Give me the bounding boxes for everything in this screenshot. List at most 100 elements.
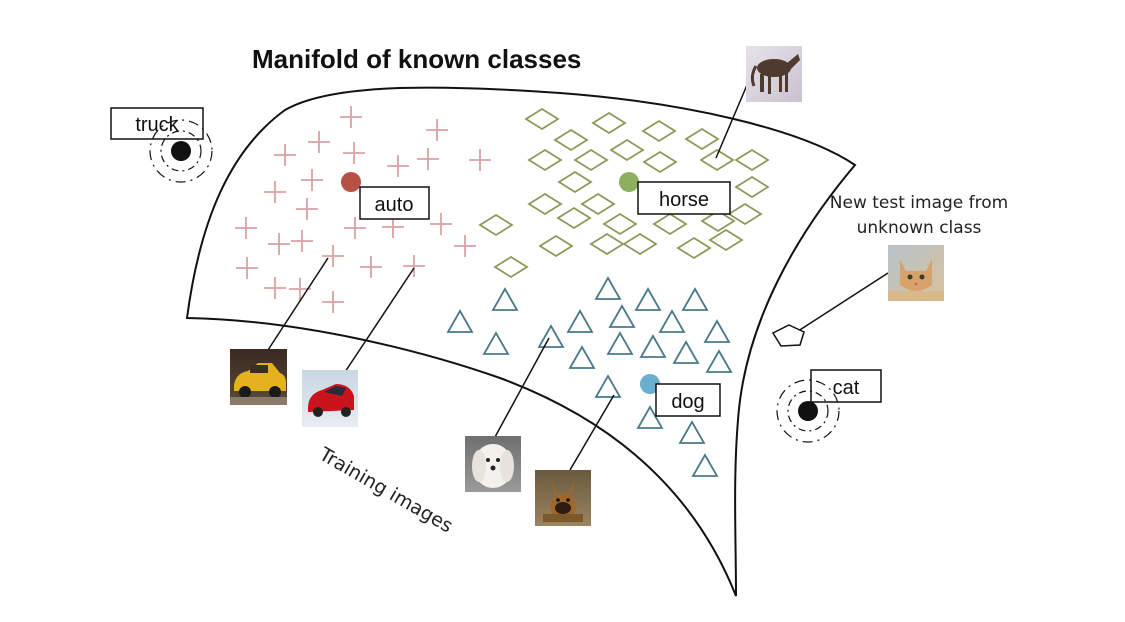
auto-plus-marker (322, 291, 344, 313)
horse-diamond-marker (642, 150, 678, 174)
white-dog-connector (494, 337, 550, 438)
brown-dog-photo (535, 470, 591, 526)
yellow-car-photo (230, 349, 287, 405)
dog-triangle-marker (606, 331, 634, 355)
connector-lines (267, 84, 889, 471)
cat-label-box: cat (810, 369, 882, 403)
horse-diamond-marker (641, 119, 677, 143)
horse-photo-connector (715, 84, 748, 159)
dog-triangle-marker (568, 345, 596, 369)
auto-label-box: auto (359, 186, 430, 220)
horse-diamond-marker (538, 234, 574, 258)
dog-triangle-marker (566, 309, 594, 333)
horse-diamond-marker (609, 138, 645, 162)
horse-diamond-marker (699, 148, 735, 172)
dog-triangle-marker (705, 349, 733, 373)
auto-plus-marker (430, 213, 452, 235)
red-car-connector (344, 267, 415, 373)
horse-diamond-marker (734, 175, 770, 199)
dog-triangle-marker (634, 287, 662, 311)
dog-triangle-marker (672, 340, 700, 364)
auto-class-cluster (235, 106, 491, 313)
horse-diamond-marker (527, 148, 563, 172)
horse-diamond-marker (700, 209, 736, 233)
cat-photo-connector (791, 272, 889, 336)
dog-triangle-marker (636, 405, 664, 429)
auto-plus-marker (417, 148, 439, 170)
yellow-car-connector (267, 257, 329, 351)
training-images-label: Training images (315, 443, 457, 538)
auto-plus-marker (301, 169, 323, 191)
horse-diamond-marker (684, 127, 720, 151)
auto-plus-marker (308, 131, 330, 153)
dog-triangle-marker (608, 304, 636, 328)
auto-plus-marker (403, 255, 425, 277)
horse-diamond-marker (553, 128, 589, 152)
horse-diamond-marker (589, 232, 625, 256)
auto-plus-marker (296, 198, 318, 220)
horse-diamond-marker (676, 236, 712, 260)
brown-dog-connector (569, 394, 615, 471)
horse-diamond-marker (524, 107, 560, 131)
auto-label: auto (375, 194, 414, 216)
cat-label: cat (833, 377, 860, 399)
horse-diamond-marker (727, 202, 763, 226)
truck-label-box: truck (110, 107, 204, 140)
dog-triangle-marker (594, 276, 622, 300)
horse-class-center (619, 172, 639, 192)
horse-diamond-marker (708, 228, 744, 252)
horse-diamond-marker (622, 232, 658, 256)
horse-diamond-marker (602, 212, 638, 236)
truck-label: truck (135, 114, 179, 136)
dog-triangle-marker (491, 287, 519, 311)
horse-diamond-marker (734, 148, 770, 172)
cat-photo (888, 245, 944, 301)
horse-diamond-marker (573, 148, 609, 172)
horse-photo (746, 46, 802, 102)
auto-plus-marker (469, 149, 491, 171)
horse-diamond-marker (580, 192, 616, 216)
auto-plus-marker (274, 144, 296, 166)
dog-triangle-marker (482, 331, 510, 355)
auto-plus-marker (264, 277, 286, 299)
auto-plus-marker (322, 245, 344, 267)
auto-plus-marker (268, 233, 290, 255)
red-car-photo (302, 370, 358, 427)
horse-label: horse (659, 189, 709, 211)
diagram-title: Manifold of known classes (252, 44, 581, 74)
auto-plus-marker (235, 217, 257, 239)
horse-label-box: horse (637, 181, 731, 215)
truck-sample-icon (149, 119, 213, 183)
dog-label-box: dog (655, 383, 721, 417)
auto-plus-marker (236, 257, 258, 279)
manifold-surface (185, 86, 857, 597)
dog-triangle-marker (639, 334, 667, 358)
dog-triangle-marker (703, 319, 731, 343)
dog-triangle-marker (594, 374, 622, 398)
unknown-class-note-line1: New test image from (830, 193, 1008, 213)
dog-class-center (640, 374, 660, 394)
unknown-class-note-line2: unknown class (857, 218, 982, 238)
horse-diamond-marker (591, 111, 627, 135)
auto-plus-marker (343, 142, 365, 164)
horse-diamond-marker (556, 206, 592, 230)
dog-triangle-marker (691, 453, 719, 477)
horse-diamond-marker (478, 213, 514, 237)
auto-class-center (341, 172, 361, 192)
horse-diamond-marker (652, 212, 688, 236)
horse-diamond-marker (493, 255, 529, 279)
auto-plus-marker (426, 119, 448, 141)
dog-triangle-marker (446, 309, 474, 333)
dog-class-cluster (446, 276, 733, 477)
horse-class-cluster (478, 107, 770, 279)
auto-plus-marker (360, 256, 382, 278)
dog-triangle-marker (681, 287, 709, 311)
auto-plus-marker (340, 106, 362, 128)
auto-plus-marker (454, 235, 476, 257)
dog-triangle-marker (678, 420, 706, 444)
dog-label: dog (671, 391, 704, 413)
horse-diamond-marker (557, 170, 593, 194)
auto-plus-marker (344, 217, 366, 239)
